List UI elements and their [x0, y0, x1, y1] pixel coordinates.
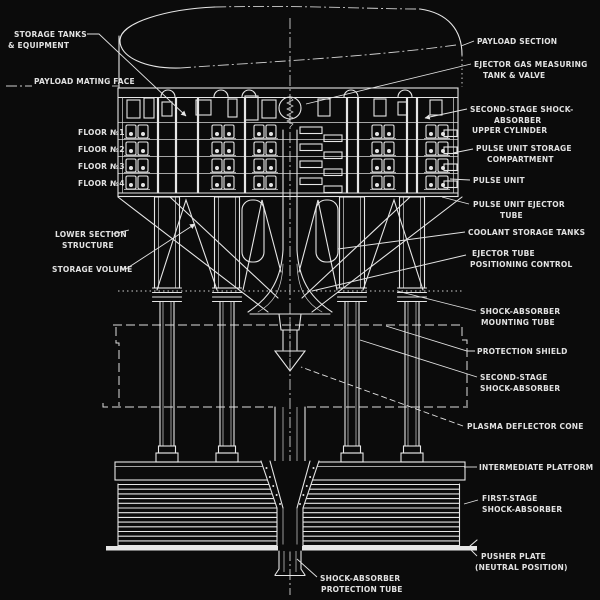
leader-lines [87, 33, 479, 578]
label-pulse-unit-ejector-2: TUBE [500, 211, 523, 220]
lower-section-truss [117, 196, 463, 315]
shock-absorber-protection-tube [260, 460, 320, 548]
label-storage-tanks-2: & EQUIPMENT [8, 41, 70, 50]
structural-columns [156, 98, 419, 193]
protection-shield-outline [102, 324, 468, 408]
label-ejector-gas-2: TANK & VALVE [483, 71, 545, 80]
pulse-unit-shelf-ladders [299, 126, 458, 194]
label-sa-protection: SHOCK-ABSORBER [320, 574, 400, 583]
label-plasma-deflector: PLASMA DEFLECTOR CONE [467, 422, 584, 431]
label-ejector-positioning-2: POSITIONING CONTROL [470, 260, 572, 269]
pulse-unit-ejector-tube [274, 129, 306, 462]
label-floor-2: FLOOR №2 [78, 145, 125, 154]
pusher-plate [106, 539, 478, 552]
label-ejector-gas: EJECTOR GAS MEASURING [474, 60, 587, 69]
tank-top-arches [160, 89, 413, 98]
label-payload-section: PAYLOAD SECTION [477, 37, 557, 46]
label-floor-4: FLOOR №4 [78, 179, 125, 188]
label-floor-3: FLOOR №3 [78, 162, 125, 171]
label-second-stage-upper-3: UPPER CYLINDER [472, 126, 547, 135]
label-second-stage-upper-2: ABSORBER [494, 116, 541, 125]
label-sa-mounting: SHOCK-ABSORBER [480, 307, 560, 316]
label-second-stage-sa-2: SHOCK-ABSORBER [480, 384, 560, 393]
label-pulse-unit-storage-2: COMPARTMENT [487, 155, 554, 164]
label-second-stage-upper: SECOND-STAGE SHOCK- [470, 105, 573, 114]
coolant-storage-tanks [241, 199, 339, 263]
label-lower-section: LOWER SECTION [55, 230, 127, 239]
label-sa-protection-2: PROTECTION TUBE [321, 585, 403, 594]
label-storage-volume: STORAGE VOLUME [52, 265, 132, 274]
label-second-stage-sa: SECOND-STAGE [480, 373, 548, 382]
labels: STORAGE TANKS & EQUIPMENT PAYLOAD MATING… [8, 30, 593, 594]
plasma-deflector-cone [273, 313, 307, 372]
label-pulse-unit-ejector: PULSE UNIT EJECTOR [473, 200, 565, 209]
protection-tube-cavity [261, 461, 319, 547]
label-floor-1: FLOOR №1 [78, 128, 125, 137]
funnel-rivets [265, 467, 315, 505]
label-pusher-plate-2: (NEUTRAL POSITION) [475, 563, 568, 572]
label-pulse-unit: PULSE UNIT [473, 176, 525, 185]
pulse-unit-racks [124, 124, 450, 190]
label-sa-mounting-2: MOUNTING TUBE [481, 318, 555, 327]
measuring-valve-spring [286, 96, 294, 128]
label-storage-tanks: STORAGE TANKS [14, 30, 87, 39]
protection-tube-lower [274, 550, 306, 577]
label-first-stage: FIRST-STAGE [482, 494, 537, 503]
label-pusher-plate: PUSHER PLATE [481, 552, 546, 561]
label-coolant-tanks: COOLANT STORAGE TANKS [468, 228, 585, 237]
label-lower-section-2: STRUCTURE [62, 241, 114, 250]
equipment-boxes [126, 95, 443, 121]
label-ejector-positioning: EJECTOR TUBE [472, 249, 535, 258]
label-protection-shield: PROTECTION SHIELD [477, 347, 568, 356]
label-pulse-unit-storage: PULSE UNIT STORAGE [476, 144, 572, 153]
label-intermediate-platform: INTERMEDIATE PLATFORM [479, 463, 593, 472]
label-first-stage-2: SHOCK-ABSORBER [482, 505, 562, 514]
pulse-unit-storage-body [117, 87, 459, 198]
payload-section-outline [118, 5, 463, 89]
label-payload-mating-face: PAYLOAD MATING FACE [34, 77, 135, 86]
